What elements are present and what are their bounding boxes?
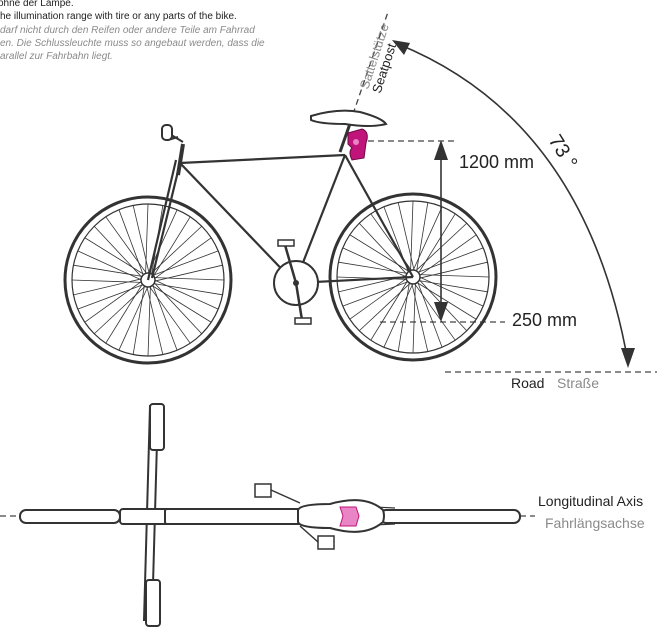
spoke	[411, 283, 429, 352]
spoke	[77, 250, 142, 281]
note-line-2: darf nicht durch den Reifen oder andere …	[0, 25, 255, 36]
spoke	[93, 286, 146, 335]
spoke	[84, 281, 142, 323]
arrow-down-icon	[434, 302, 448, 322]
spoke	[146, 286, 164, 355]
spoke	[418, 247, 484, 273]
spoke	[153, 283, 223, 296]
spoke	[118, 286, 149, 351]
spoke	[338, 261, 408, 274]
spoke	[383, 283, 414, 348]
pedal	[294, 317, 312, 325]
spoke	[416, 282, 477, 320]
spoke	[412, 283, 416, 354]
spoke	[153, 216, 191, 277]
tail-lamp-side	[347, 128, 368, 161]
note-line-0: ohne der Lampe.	[0, 0, 74, 9]
spoke	[419, 261, 488, 279]
spoke	[93, 225, 142, 278]
height-bottom-label: 250 mm	[512, 310, 577, 330]
spoke	[370, 280, 408, 341]
spoke	[105, 283, 143, 344]
road-label-en: Road	[511, 375, 544, 391]
spoke	[419, 279, 468, 332]
front-wheel-top	[19, 509, 121, 524]
spoke	[145, 203, 149, 274]
spoke	[419, 276, 484, 307]
spoke	[414, 283, 456, 341]
spoke	[415, 222, 468, 271]
spoke	[419, 234, 477, 276]
spoke	[71, 279, 142, 283]
spoke	[73, 264, 143, 277]
spoke	[358, 222, 407, 275]
arrow-up-icon	[434, 140, 448, 160]
wheel-left	[63, 195, 233, 365]
spoke	[419, 274, 490, 278]
spoke	[416, 202, 429, 272]
pedal	[277, 239, 295, 247]
spoke	[417, 282, 443, 348]
spoke	[342, 281, 408, 307]
spoke	[412, 206, 443, 271]
spoke	[358, 283, 411, 332]
spoke	[418, 213, 456, 274]
spoke	[132, 285, 145, 355]
pedal-bottom	[317, 535, 335, 550]
spoke	[105, 216, 147, 274]
bicycle-side-view	[63, 109, 498, 365]
spoke	[154, 264, 223, 282]
spoke	[397, 282, 410, 352]
spoke	[349, 278, 407, 320]
angle-arc	[392, 40, 635, 368]
arrow-head-icon	[621, 348, 635, 368]
spoke	[84, 237, 145, 275]
note-line-3: en. Die Schlussleuchte muss so angebaut …	[0, 38, 265, 49]
spoke	[132, 205, 150, 274]
arrow-head-icon	[392, 40, 410, 55]
spoke	[149, 286, 191, 344]
note-line-1: he illumination range with tire or any p…	[0, 11, 237, 22]
frame	[146, 117, 414, 285]
spoke	[342, 247, 407, 278]
spoke	[147, 286, 151, 357]
spoke	[154, 277, 225, 281]
spoke	[152, 285, 178, 351]
note-line-4: arallel zur Fahrbahn liegt.	[0, 51, 113, 62]
grip-top	[149, 403, 165, 451]
pedal-top	[254, 483, 272, 498]
spoke	[73, 278, 142, 296]
road-label-de: Straße	[557, 375, 599, 391]
spoke	[154, 282, 203, 335]
saddle-top	[297, 499, 385, 533]
spoke	[118, 209, 144, 275]
spoke	[151, 285, 212, 323]
axis-label-de: Fahrlängsachse	[545, 515, 645, 531]
spoke	[418, 280, 488, 293]
axis-label-en: Longitudinal Axis	[538, 493, 643, 509]
spoke	[349, 234, 410, 272]
spoke	[150, 225, 203, 274]
bicycle-top-view	[19, 403, 521, 627]
grip-bottom	[145, 579, 161, 627]
saddle	[310, 109, 388, 127]
spoke	[77, 284, 143, 310]
angle-label: 73 °	[544, 131, 582, 173]
spoke	[153, 250, 219, 276]
handlebar-grip	[161, 124, 173, 141]
spoke	[397, 202, 415, 271]
spoke	[154, 237, 212, 279]
rear-wheel-top	[379, 509, 521, 524]
height-top-label: 1200 mm	[459, 152, 534, 172]
tail-lamp-top	[339, 506, 360, 527]
spoke	[410, 200, 414, 271]
spoke	[154, 279, 219, 310]
